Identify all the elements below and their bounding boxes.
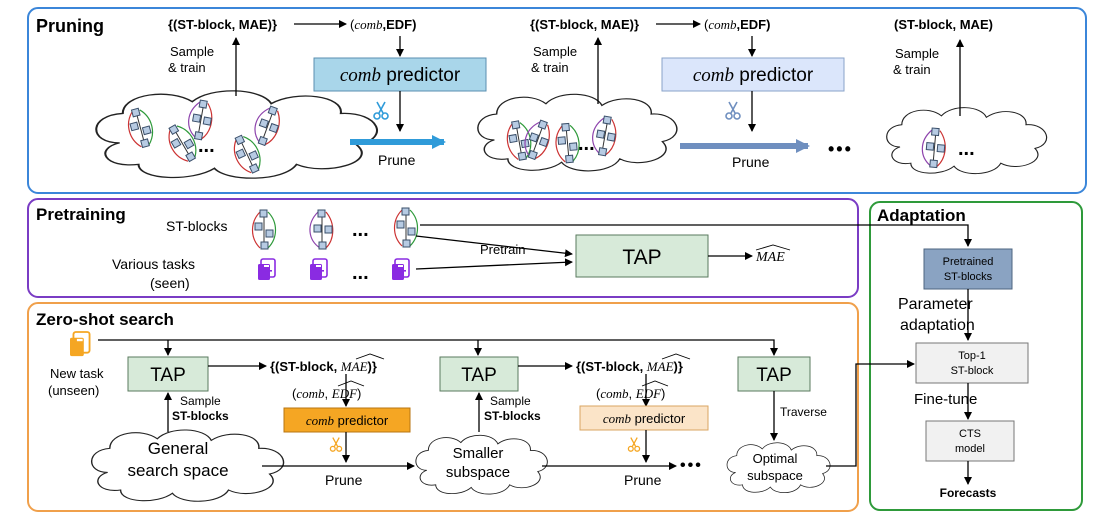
new-task-label-2: (unseen) bbox=[48, 383, 99, 398]
set-label-2: {(ST-block, MAE)} bbox=[530, 17, 639, 32]
top1-label-1: Top-1 bbox=[958, 350, 986, 362]
optimal-label-2: subspace bbox=[747, 468, 803, 483]
new-task-label-1: New task bbox=[50, 366, 104, 381]
pruning-panel bbox=[27, 7, 1087, 194]
optimal-subspace-cloud: Optimal subspace bbox=[726, 442, 831, 494]
comb-edf-label-2: (comb,EDF) bbox=[704, 17, 770, 32]
smaller-subspace-cloud: Smaller subspace bbox=[415, 434, 548, 495]
comb-predictor-zs-2 bbox=[579, 405, 709, 431]
comb-predictor-2 bbox=[661, 57, 845, 92]
smaller-label-2: subspace bbox=[446, 464, 510, 481]
cloud-1-ellipsis: ... bbox=[198, 135, 215, 157]
st-blocks-label: ST-blocks bbox=[166, 218, 227, 234]
scissors-icon-zs-1 bbox=[329, 436, 343, 452]
search-space-cloud-2: ... bbox=[477, 93, 678, 172]
pretrained-label-2: ST-blocks bbox=[944, 271, 993, 283]
sample-label-2a: Sample bbox=[533, 44, 577, 59]
sample-label-2b: & train bbox=[531, 60, 569, 75]
comb-predictor-zs-2-label: comb predictor bbox=[603, 411, 686, 426]
st-block-icons bbox=[251, 207, 419, 250]
general-label-1: General bbox=[148, 439, 208, 458]
prune-label-1: Prune bbox=[378, 152, 416, 168]
st-blocks-zs-2: ST-blocks bbox=[484, 409, 541, 423]
adaptation-panel bbox=[869, 201, 1083, 511]
prune-zs-1: Prune bbox=[325, 472, 363, 488]
cloud-2-ellipsis: ... bbox=[578, 133, 595, 155]
st-blocks-zs-1: ST-blocks bbox=[172, 409, 229, 423]
tap-label-2: TAP bbox=[461, 365, 497, 386]
general-label-2: search space bbox=[127, 461, 228, 480]
cts-label-1: CTS bbox=[959, 428, 981, 440]
tap-label-pretraining: TAP bbox=[622, 246, 661, 269]
zs-big-ellipsis: ••• bbox=[680, 457, 703, 474]
tap-box-pretraining bbox=[575, 234, 709, 278]
cts-label-2: model bbox=[955, 443, 985, 455]
sample-zs-1: Sample bbox=[180, 394, 221, 408]
comb-edf-label-1: (comb,EDF) bbox=[350, 17, 416, 32]
various-tasks-label-1: Various tasks bbox=[112, 256, 195, 272]
pretrained-st-blocks-box bbox=[923, 248, 1013, 290]
tasks-ellipsis: ... bbox=[352, 262, 369, 284]
zeroshot-title: Zero-shot search bbox=[36, 310, 174, 329]
comb-predictor-zs-1-label: comb predictor bbox=[306, 413, 389, 428]
scissors-icon bbox=[373, 101, 389, 120]
scissors-icon-2 bbox=[725, 101, 741, 120]
general-search-space-cloud: General search space bbox=[90, 429, 285, 502]
comb-edf-hat-1: (comb, EDF) bbox=[292, 386, 361, 401]
st-blocks-ellipsis: ... bbox=[352, 219, 369, 241]
set-label-1: {(ST-block, MAE)} bbox=[168, 17, 277, 32]
prune-label-2: Prune bbox=[732, 154, 770, 170]
optimal-label-1: Optimal bbox=[753, 451, 798, 466]
adaptation-title: Adaptation bbox=[877, 206, 966, 225]
tap-label-1: TAP bbox=[150, 365, 186, 386]
sample-zs-2: Sample bbox=[490, 394, 531, 408]
comb-predictor-2-label: comb predictor bbox=[693, 65, 814, 86]
top1-label-2: ST-block bbox=[951, 365, 994, 377]
comb-edf-hat-2: (comb, EDF) bbox=[596, 386, 665, 401]
task-doc-icons bbox=[257, 258, 410, 281]
pretrained-label-1: Pretrained bbox=[943, 256, 994, 268]
prune-zs-2: Prune bbox=[624, 472, 662, 488]
sample-label-3a: Sample bbox=[895, 46, 939, 61]
search-space-cloud-3: ... bbox=[886, 107, 1048, 175]
set-label-3: (ST-block, MAE) bbox=[894, 17, 993, 32]
sample-label-1b: & train bbox=[168, 60, 206, 75]
set-mae-label-2: {(ST-block, MAE)} bbox=[576, 359, 683, 374]
search-space-cloud-1: ... bbox=[95, 89, 379, 180]
mae-hat-label: MAE bbox=[755, 250, 785, 265]
param-adapt-label-2: adaptation bbox=[900, 317, 975, 334]
scissors-icon-zs-2 bbox=[627, 436, 641, 452]
comb-predictor-1-label: comb predictor bbox=[340, 65, 461, 86]
comb-predictor-zs-1 bbox=[283, 407, 411, 433]
pruning-big-ellipsis: ••• bbox=[828, 139, 853, 159]
pretraining-panel bbox=[27, 198, 859, 298]
set-mae-label-1: {(ST-block, MAE)} bbox=[270, 359, 377, 374]
cloud-3-ellipsis: ... bbox=[958, 138, 975, 160]
new-task-icon bbox=[69, 331, 91, 358]
tap-box-1 bbox=[127, 356, 209, 392]
top1-st-block-box bbox=[915, 342, 1029, 384]
finetune-label: Fine-tune bbox=[914, 391, 977, 408]
tap-label-3: TAP bbox=[756, 365, 792, 386]
sample-label-3b: & train bbox=[893, 62, 931, 77]
smaller-label-1: Smaller bbox=[453, 445, 504, 462]
various-tasks-label-2: (seen) bbox=[150, 275, 190, 291]
pretrain-label: Pretrain bbox=[480, 242, 526, 257]
param-adapt-label-1: Parameter bbox=[898, 296, 973, 313]
traverse-label: Traverse bbox=[780, 405, 827, 419]
pruning-title: Pruning bbox=[36, 16, 104, 36]
sample-label-1a: Sample bbox=[170, 44, 214, 59]
pretraining-title: Pretraining bbox=[36, 205, 126, 224]
tap-box-2 bbox=[439, 356, 519, 392]
cts-model-box bbox=[925, 420, 1015, 462]
zeroshot-panel bbox=[27, 302, 859, 512]
forecasts-label: Forecasts bbox=[940, 486, 997, 500]
